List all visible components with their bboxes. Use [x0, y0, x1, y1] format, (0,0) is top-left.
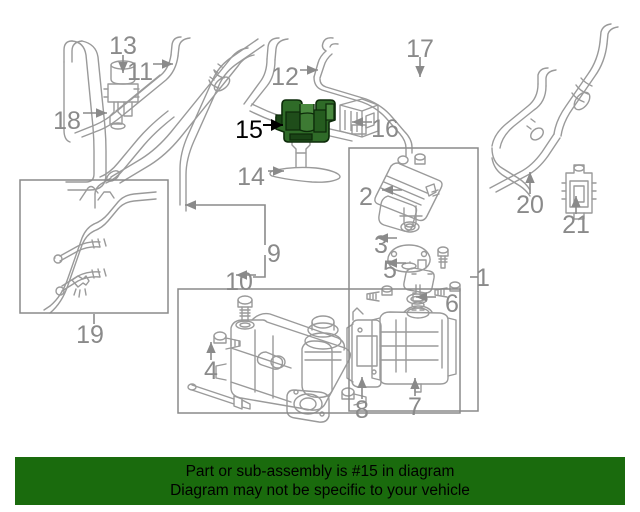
banner-line-1: Part or sub-assembly is #15 in diagram — [185, 463, 455, 480]
bracket-14 — [269, 137, 341, 183]
box-19-contents — [43, 185, 157, 314]
part-8 — [346, 307, 382, 388]
callout-11: 11 — [127, 58, 153, 86]
group-boxes — [19, 147, 479, 414]
parts-diagram: 1 2 3 4 5 6 7 8 9 10 11 12 13 14 15 16 1… — [19, 23, 619, 424]
part-15-highlighted — [275, 99, 336, 143]
callout-leaders — [83, 55, 581, 399]
callout-7: 7 — [408, 393, 422, 421]
callout-8: 8 — [355, 396, 369, 424]
callout-20: 20 — [516, 191, 544, 219]
callout-15: 15 — [235, 116, 263, 144]
main-tube-upper — [179, 38, 265, 212]
callout-5: 5 — [383, 256, 397, 284]
pipe-right-upper — [489, 23, 619, 193]
rod-4 — [187, 383, 251, 410]
callout-13: 13 — [109, 32, 137, 60]
callout-14: 14 — [237, 163, 265, 191]
box-19 — [19, 179, 169, 314]
callout-10: 10 — [225, 268, 253, 296]
callout-3: 3 — [374, 231, 388, 259]
callout-17: 17 — [406, 35, 434, 63]
pipe-20 — [491, 67, 557, 197]
callout-12: 12 — [271, 63, 299, 91]
info-banner: Part or sub-assembly is #15 in diagram D… — [15, 457, 625, 505]
hose-12 — [243, 37, 289, 107]
part-2 — [374, 153, 443, 233]
callout-18: 18 — [53, 107, 81, 135]
callout-21: 21 — [562, 211, 590, 239]
callout-2: 2 — [359, 183, 373, 211]
callout-9: 9 — [267, 240, 281, 268]
callout-16: 16 — [371, 115, 399, 143]
bolt-4-top — [235, 295, 255, 330]
banner-line-2: Diagram may not be specific to your vehi… — [170, 482, 470, 499]
box-1 — [348, 147, 479, 412]
hose-18 — [63, 40, 107, 191]
valve-13 — [103, 60, 140, 130]
callout-4: 4 — [204, 357, 218, 385]
hose-17 — [313, 37, 413, 165]
bolt-4-right — [341, 387, 367, 406]
hose-lower-left — [94, 47, 255, 209]
part-7 — [371, 305, 457, 393]
callout-labels: 1 2 3 4 5 6 7 8 9 10 11 12 13 14 15 16 1… — [53, 32, 590, 424]
callout-6: 6 — [445, 290, 459, 318]
box-4 — [177, 288, 461, 414]
bolt-group-upper — [437, 246, 449, 269]
valve-21 — [561, 164, 597, 220]
callout-1: 1 — [476, 264, 490, 292]
part-4-assembly — [215, 312, 352, 423]
callout-19: 19 — [76, 321, 104, 349]
bolt-4-left — [213, 331, 241, 350]
